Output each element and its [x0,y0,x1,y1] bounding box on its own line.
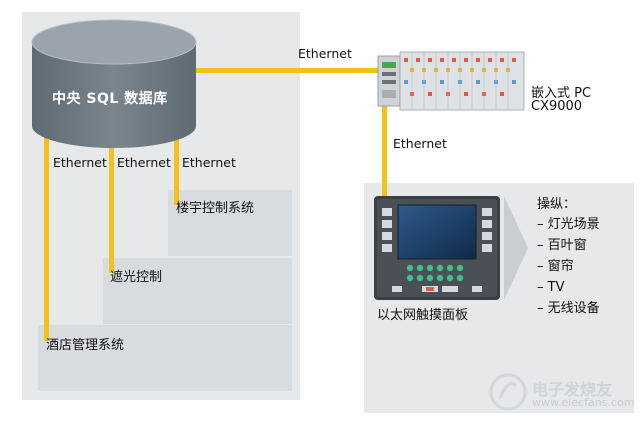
sql-database-icon [31,19,197,148]
ethernet-label-db-left: Ethernet [53,155,107,170]
shading-control-label: 遮光控制 [110,270,163,285]
ethernet-label-db-right: Ethernet [182,155,236,170]
touch-panel-label: 以太网触摸面板 [377,308,469,323]
operation-item-lighting: – 灯光场景 [537,217,600,232]
ethernet-label-vertical: Ethernet [393,136,447,151]
ethernet-line-building [174,135,179,205]
building-control-label: 楼宇控制系统 [176,201,255,216]
ethernet-line-hotel [44,135,49,341]
database-label: 中央 SQL 数据库 [52,91,168,107]
operation-item-tv: – TV [537,280,565,295]
touch-panel-icon [374,196,500,300]
building-control-box [168,190,292,256]
operation-item-blinds: – 百叶窗 [537,238,587,253]
hotel-management-box [38,325,292,391]
pc-label-line2: CX9000 [531,99,583,114]
arrow-right-icon [504,196,528,300]
operation-item-wireless: – 无线设备 [537,301,600,316]
hotel-management-label: 酒店管理系统 [46,338,125,353]
ethernet-line-shading [109,135,114,273]
ethernet-line-vertical-pc [382,92,387,200]
watermark-url: www.elecfans.com [532,396,635,409]
operation-item-curtains: – 窗帘 [537,259,574,274]
shading-control-box [103,258,292,324]
ethernet-line-top [195,68,390,73]
watermark-logo-icon [489,373,527,411]
watermark-title: 电子发烧友 [532,380,613,399]
operation-title: 操纵： [537,197,577,212]
embedded-pc-icon [377,51,525,111]
ethernet-label-top: Ethernet [298,46,352,61]
ethernet-label-db-middle: Ethernet [117,155,171,170]
pc-label-line1: 嵌入式 PC [531,86,592,101]
